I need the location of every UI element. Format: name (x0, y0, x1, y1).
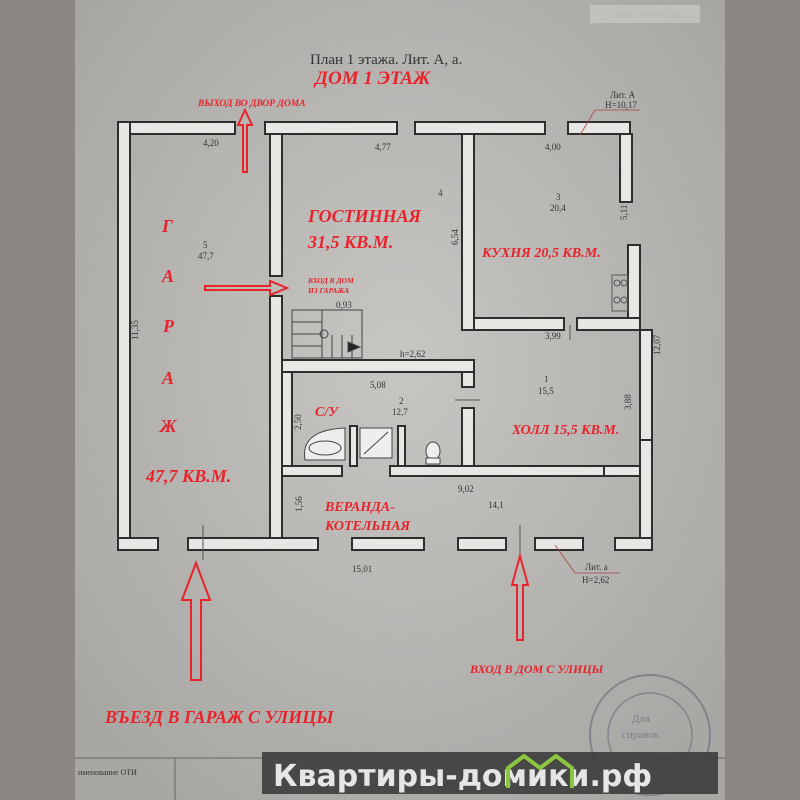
top-logo: ИНФОРМАЦИЯ (615, 10, 680, 20)
plan-title: План 1 этажа. Лит. А, а. (310, 52, 462, 68)
svg-text:6,54: 6,54 (450, 229, 460, 245)
svg-text:Для: Для (632, 713, 650, 725)
svg-text:Г: Г (161, 216, 173, 236)
svg-text:15,01: 15,01 (352, 564, 372, 574)
garage-letters: Г А Р А Ж (158, 216, 177, 436)
svg-text:справок: справок (622, 729, 660, 741)
door-marks (202, 325, 571, 560)
svg-text:47,7: 47,7 (198, 251, 214, 261)
svg-text:именование ОТИ: именование ОТИ (78, 768, 137, 777)
walls (117, 121, 653, 551)
svg-text:Ж: Ж (158, 416, 177, 436)
svg-text:Лит. а: Лит. а (585, 562, 608, 572)
svg-text:2: 2 (399, 396, 404, 406)
house-title: ДОМ 1 ЭТАЖ (313, 68, 431, 89)
staircase (291, 309, 363, 359)
svg-text:14,1: 14,1 (488, 500, 504, 510)
svg-text:4,20: 4,20 (203, 138, 219, 148)
bathtub-icon (304, 427, 346, 461)
svg-text:4,77: 4,77 (375, 142, 391, 152)
watermark-box (262, 752, 718, 794)
svg-text:H=10,17: H=10,17 (605, 100, 637, 110)
svg-text:Р: Р (162, 316, 175, 336)
svg-text:1: 1 (544, 374, 549, 384)
svg-text:15,5: 15,5 (538, 386, 554, 396)
living-room-area: 31,5 КВ.М. (307, 232, 393, 252)
svg-text:5,08: 5,08 (370, 380, 386, 390)
bathroom-label: С/У (315, 405, 340, 420)
svg-text:4: 4 (438, 188, 443, 198)
svg-text:12,7: 12,7 (392, 407, 408, 417)
svg-text:А: А (161, 266, 174, 286)
stamp: Для справок (589, 674, 711, 796)
lit-a-callout: Лит. А H=10,17 (579, 90, 640, 136)
svg-text:Лит. А: Лит. А (610, 90, 636, 100)
kitchen-label: КУХНЯ 20,5 КВ.М. (481, 246, 601, 261)
garage-entry-arrow-icon (204, 279, 290, 297)
svg-text:3,99: 3,99 (545, 331, 561, 341)
garage-entry-label-1: ВХОД В ДОМ (307, 276, 354, 285)
svg-text:20,4: 20,4 (550, 203, 566, 213)
room-numbers: 5 47,7 4 3 20,4 1 15,5 2 12,7 14,1 (198, 188, 566, 510)
yard-exit-label: ВЫХОД ВО ДВОР ДОМА (197, 99, 306, 109)
svg-text:А: А (161, 368, 174, 388)
svg-text:11,35: 11,35 (130, 320, 140, 340)
toilet-icon (425, 441, 441, 461)
svg-text:5,11: 5,11 (619, 205, 629, 220)
garage-area-label: 47,7 КВ.М. (145, 466, 231, 486)
svg-text:1,56: 1,56 (294, 496, 304, 512)
svg-text:3,88: 3,88 (623, 394, 633, 410)
svg-text:0,93: 0,93 (336, 300, 352, 310)
svg-text:H=2,62: H=2,62 (582, 575, 609, 585)
garage-entry-label-2: ИЗ ГАРАЖА (307, 286, 349, 295)
svg-text:12,07: 12,07 (652, 334, 662, 355)
svg-text:3: 3 (556, 192, 561, 202)
street-entry-arrow-icon (510, 552, 530, 641)
veranda-label-1: ВЕРАНДА- (324, 500, 395, 515)
svg-text:2,50: 2,50 (293, 414, 303, 430)
house-logo-icon (506, 753, 574, 788)
street-entry-label: ВХОД В ДОМ С УЛИЦЫ (469, 662, 604, 676)
svg-text:4,00: 4,00 (545, 142, 561, 152)
garage-drive-label: ВЪЕЗД В ГАРАЖ С УЛИЦЫ (104, 707, 334, 727)
yard-exit-arrow-icon (236, 107, 254, 173)
lit-a-small-callout: Лит. а H=2,62 (554, 544, 620, 585)
svg-text:5: 5 (203, 240, 208, 250)
hall-label: ХОЛЛ 15,5 КВ.М. (511, 423, 619, 438)
watermark: Квартиры-домики.рф (273, 759, 652, 794)
dimension-labels: 4,20 4,77 4,00 11,35 6,54 5,11 12,07 3,8… (130, 138, 662, 574)
garage-drive-arrow-icon (180, 560, 212, 681)
living-room-name: ГОСТИННАЯ (307, 206, 422, 226)
top-logo-box (590, 5, 700, 23)
stove-icon (611, 274, 629, 312)
bathroom-fixtures (304, 427, 441, 465)
svg-text:9,02: 9,02 (458, 484, 474, 494)
veranda-label-2: КОТЕЛЬНАЯ (324, 519, 411, 534)
svg-text:h=2,62: h=2,62 (400, 349, 425, 359)
